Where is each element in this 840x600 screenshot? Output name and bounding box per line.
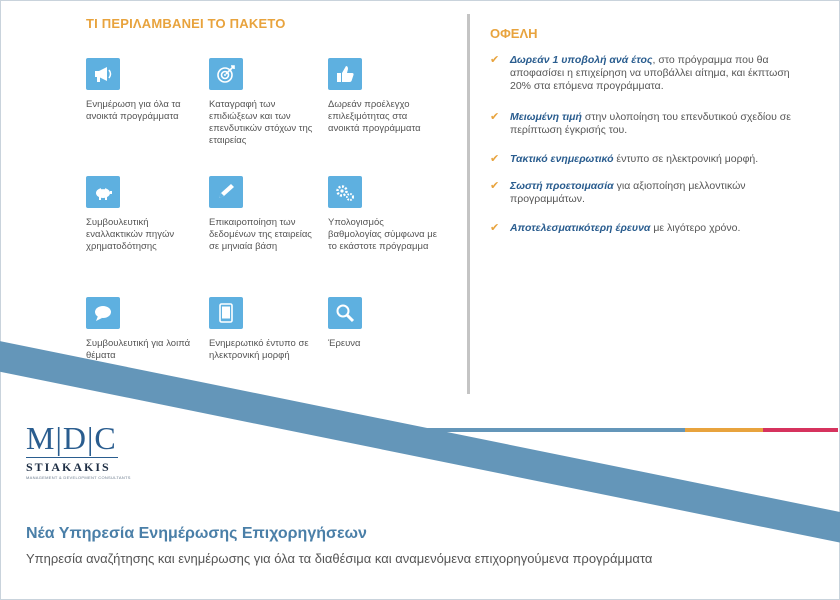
check-icon: ✔ — [490, 111, 500, 123]
accent-bar-blue — [420, 428, 685, 432]
benefit-item: ✔ Δωρεάν 1 υποβολή ανά έτος, στο πρόγραμ… — [490, 54, 790, 92]
check-icon: ✔ — [490, 180, 500, 192]
package-item-update: Επικαιροποίηση των δεδομένων της εταιρεί… — [209, 176, 319, 253]
thumbs-up-icon — [328, 58, 362, 90]
package-item-label: Επικαιροποίηση των δεδομένων της εταιρεί… — [209, 217, 312, 252]
package-item-newsletter: Ενημερωτικό έντυπο σε ηλεκτρονική μορφή — [209, 297, 319, 362]
piggy-bank-icon — [86, 176, 120, 208]
column-divider — [467, 14, 470, 394]
benefit-item: ✔ Σωστή προετοιμασία για αξιοποίηση μελλ… — [490, 180, 746, 205]
gears-icon — [328, 176, 362, 208]
package-item-label: Συμβουλευτική για λοιπά θέματα — [86, 338, 191, 361]
package-item-research: Έρευνα — [328, 297, 438, 350]
package-heading: ΤΙ ΠΕΡΙΛΑΜΒΑΝΕΙ ΤΟ ΠΑΚΕΤΟ — [86, 16, 286, 31]
package-item-label: Ενημέρωση για όλα τα ανοικτά προγράμματα — [86, 99, 181, 122]
benefit-item: ✔ Τακτικό ενημερωτικό έντυπο σε ηλεκτρον… — [490, 153, 759, 165]
package-item-goals: Καταγραφή των επιδιώξεων και των επενδυτ… — [209, 58, 319, 147]
benefit-item: ✔ Αποτελεσματικότερη έρευνα με λιγότερο … — [490, 222, 741, 234]
tablet-icon — [209, 297, 243, 329]
footer-subtitle: Υπηρεσία αναζήτησης και ενημέρωσης για ό… — [26, 551, 653, 566]
speech-bubble-icon — [86, 297, 120, 329]
package-item-scoring: Υπολογισμός βαθμολογίας σύμφωνα με το εκ… — [328, 176, 438, 253]
package-item-info: Ενημέρωση για όλα τα ανοικτά προγράμματα — [86, 58, 196, 123]
footer-title: Νέα Υπηρεσία Ενημέρωσης Επιχορηγήσεων — [26, 525, 367, 542]
mdc-logo: M|D|C STIAKAKIS MANAGEMENT & DEVELOPMENT… — [26, 420, 131, 480]
package-item-label: Καταγραφή των επιδιώξεων και των επενδυτ… — [209, 99, 313, 146]
accent-bar-pink — [763, 428, 838, 432]
check-icon: ✔ — [490, 153, 500, 165]
package-item-label: Έρευνα — [328, 338, 361, 349]
pencil-icon — [209, 176, 243, 208]
package-item-label: Υπολογισμός βαθμολογίας σύμφωνα με το εκ… — [328, 217, 437, 252]
package-item-funding: Συμβουλευτική εναλλακτικών πηγών χρηματο… — [86, 176, 196, 253]
benefits-heading: ΟΦΕΛΗ — [490, 26, 538, 41]
check-icon: ✔ — [490, 54, 500, 66]
check-icon: ✔ — [490, 222, 500, 234]
package-item-label: Ενημερωτικό έντυπο σε ηλεκτρονική μορφή — [209, 338, 309, 361]
package-item-consulting: Συμβουλευτική για λοιπά θέματα — [86, 297, 196, 362]
package-item-label: Δωρεάν προέλεγχο επιλεξιμότητας στα ανοι… — [328, 99, 421, 134]
logo-company-name: STIAKAKIS — [26, 457, 118, 475]
magnifier-icon — [328, 297, 362, 329]
benefit-item: ✔ Μειωμένη τιμή στην υλοποίηση του επενδ… — [490, 111, 791, 136]
package-item-eligibility: Δωρεάν προέλεγχο επιλεξιμότητας στα ανοι… — [328, 58, 438, 135]
logo-tagline: MANAGEMENT & DEVELOPMENT CONSULTANTS — [26, 475, 131, 480]
accent-bar-orange — [685, 428, 763, 432]
megaphone-icon — [86, 58, 120, 90]
target-icon — [209, 58, 243, 90]
package-item-label: Συμβουλευτική εναλλακτικών πηγών χρηματο… — [86, 217, 175, 252]
